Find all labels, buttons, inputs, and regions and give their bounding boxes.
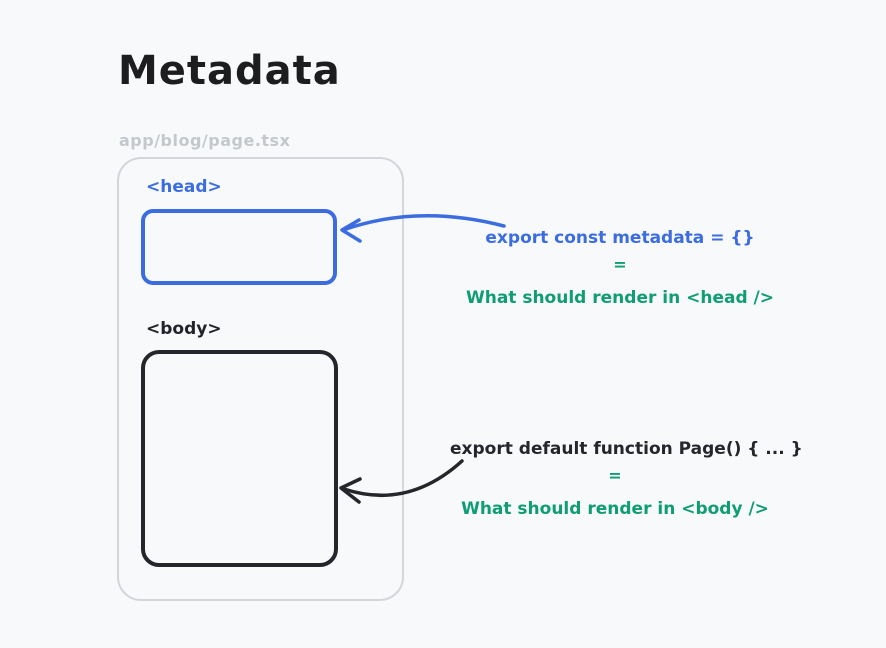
head-box (141, 209, 337, 285)
head-annotation: export const metadata = {} = What should… (455, 227, 785, 317)
head-tag-label: <head> (146, 177, 222, 197)
page-title: Metadata (118, 48, 341, 94)
filename-label: app/blog/page.tsx (119, 131, 291, 150)
body-annotation-meaning: What should render in <body /> (461, 499, 769, 519)
body-annotation: export default function Page() { ... } =… (450, 438, 803, 528)
body-tag-label: <body> (146, 319, 222, 339)
body-annotation-equals: = (608, 466, 622, 485)
body-annotation-code: export default function Page() { ... } (450, 439, 803, 459)
head-annotation-equals: = (613, 255, 627, 274)
head-annotation-code: export const metadata = {} (485, 228, 755, 248)
head-annotation-meaning: What should render in <head /> (465, 288, 775, 308)
body-box (141, 350, 338, 567)
page-file-container (117, 157, 404, 601)
